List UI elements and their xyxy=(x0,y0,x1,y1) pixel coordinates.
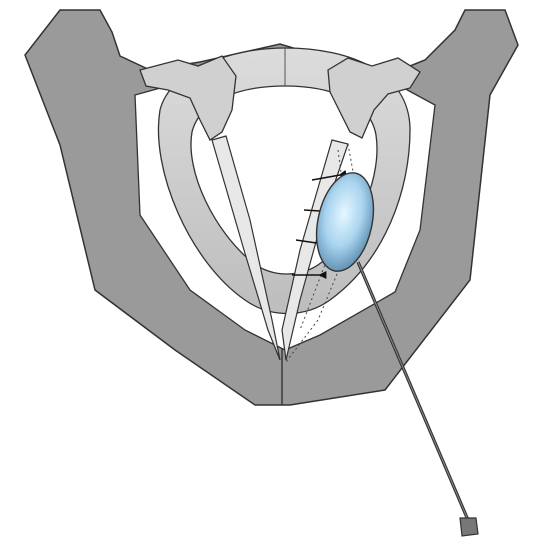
catheter-tip xyxy=(460,518,478,536)
